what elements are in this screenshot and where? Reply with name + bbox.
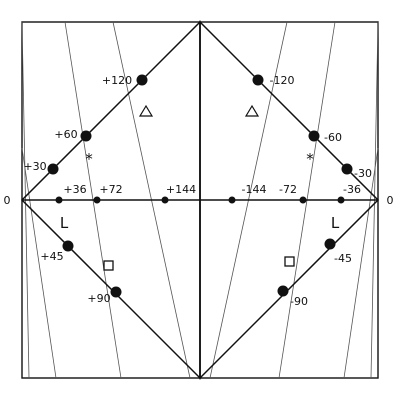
dot-m72 [299,196,307,204]
el-marker-left: L [60,214,69,232]
dot-m36 [337,196,345,204]
label-p120: +120 [102,74,132,87]
dot-p36 [55,196,63,204]
right-diamond [199,20,380,380]
edge-label-right: 0 [387,194,394,207]
dot-p30 [47,163,59,175]
asterisk-marker-left: * [85,150,93,168]
dot-p45 [62,240,74,252]
dot-p60 [80,130,92,142]
dot-p144 [161,196,169,204]
dot-m144 [228,196,236,204]
asterisk-marker-right: * [306,150,314,168]
label-m60: -60 [324,131,342,144]
dot-p120 [136,74,148,86]
square-icon [103,260,114,271]
label-p72: +72 [99,183,122,196]
label-p144: +144 [166,183,196,196]
label-m120: -120 [270,74,295,87]
dot-m120 [252,74,264,86]
label-p60: +60 [54,128,77,141]
label-m30: -30 [354,167,372,180]
dot-p90 [110,286,122,298]
main-lines [20,20,380,380]
large-dots [47,74,353,298]
label-m45: -45 [334,252,352,265]
dot-m90 [277,285,289,297]
label-p45: +45 [40,250,63,263]
label-p36: +36 [63,183,86,196]
guide-line [21,147,57,379]
dot-m60 [308,130,320,142]
guide-line [343,147,379,379]
square-icon [284,256,295,267]
dot-m30 [341,163,353,175]
label-m90: -90 [290,295,308,308]
triangle-icon [244,104,260,117]
label-m72: -72 [279,183,297,196]
edge-label-left: 0 [4,194,11,207]
dot-p72 [93,196,101,204]
label-p30: +30 [23,160,46,173]
small-dots [55,196,345,204]
label-m144: -144 [242,183,267,196]
label-p90: +90 [87,292,110,305]
el-marker-right: L [331,214,340,232]
dot-m45 [324,238,336,250]
triangle-icon [138,104,154,117]
label-m36: -36 [343,183,361,196]
